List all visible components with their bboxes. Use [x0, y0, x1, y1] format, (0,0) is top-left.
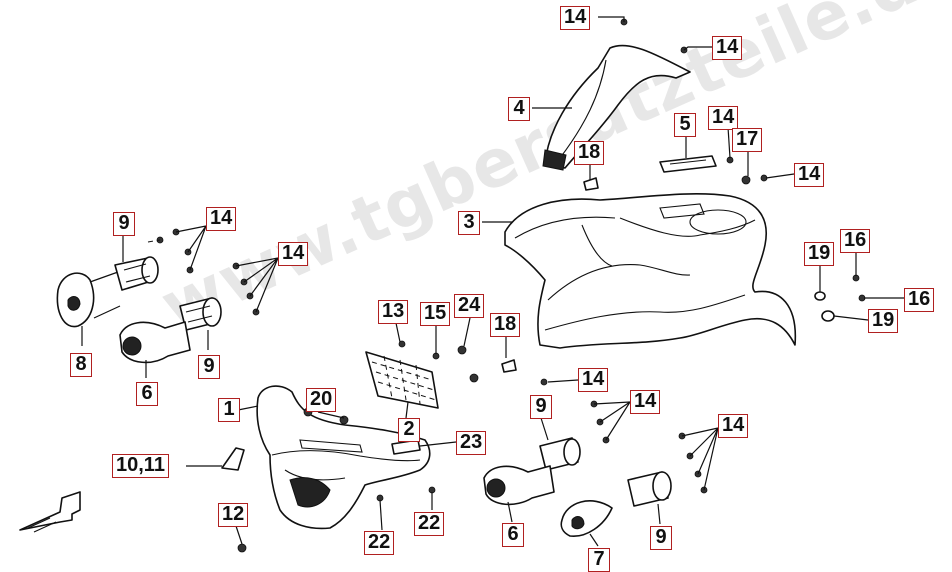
callout-14: 14 [278, 242, 309, 266]
front-nose-cover [542, 44, 691, 171]
lower-bumper [256, 385, 431, 530]
callout-14: 14 [708, 106, 739, 130]
callout-3: 3 [458, 211, 480, 235]
callout-23: 23 [456, 431, 487, 455]
callout-12: 12 [218, 503, 249, 527]
callout-7: 7 [588, 548, 610, 572]
callout-16: 16 [840, 229, 871, 253]
bulb-socket-right-lower [627, 471, 672, 507]
callout-15: 15 [420, 302, 451, 326]
lamp-left [119, 321, 191, 364]
callout-5: 5 [674, 113, 696, 137]
callout-19: 19 [868, 309, 899, 333]
callout-10-11: 10,11 [112, 454, 169, 478]
bracket-part [221, 447, 245, 471]
callout-22: 22 [364, 531, 395, 555]
callout-4: 4 [508, 97, 530, 121]
bulb-socket-left-upper [114, 256, 159, 291]
callout-18: 18 [490, 313, 521, 337]
callout-16: 16 [904, 288, 935, 312]
callout-17: 17 [732, 128, 763, 152]
leader-lines [81, 16, 904, 547]
callout-14: 14 [578, 368, 609, 392]
callout-13: 13 [378, 300, 409, 324]
callout-9: 9 [650, 526, 672, 550]
bulb-socket-right-upper [539, 437, 581, 471]
callout-14: 14 [718, 414, 749, 438]
front-fender [504, 193, 797, 349]
callout-20: 20 [306, 388, 337, 412]
callout-14: 14 [630, 390, 661, 414]
callout-9: 9 [113, 212, 135, 236]
headlight-housing-right [560, 500, 613, 537]
lamp-right [483, 465, 555, 506]
callout-19: 19 [804, 242, 835, 266]
callout-24: 24 [454, 294, 485, 318]
callout-14: 14 [794, 163, 825, 187]
panel-part [659, 155, 717, 173]
callout-2: 2 [398, 418, 420, 442]
callout-6: 6 [136, 382, 158, 406]
front-direction-arrow [19, 491, 81, 533]
callout-22: 22 [414, 512, 445, 536]
callout-9: 9 [198, 355, 220, 379]
callout-6: 6 [502, 523, 524, 547]
callout-8: 8 [70, 353, 92, 377]
callout-18: 18 [574, 141, 605, 165]
callout-1: 1 [218, 398, 240, 422]
callout-14: 14 [560, 6, 591, 30]
headlight-housing-left [56, 271, 121, 328]
callout-9: 9 [530, 395, 552, 419]
bulb-socket-left-lower [179, 297, 222, 331]
mesh-grille [365, 351, 439, 409]
callout-14: 14 [206, 207, 237, 231]
callout-14: 14 [712, 36, 743, 60]
